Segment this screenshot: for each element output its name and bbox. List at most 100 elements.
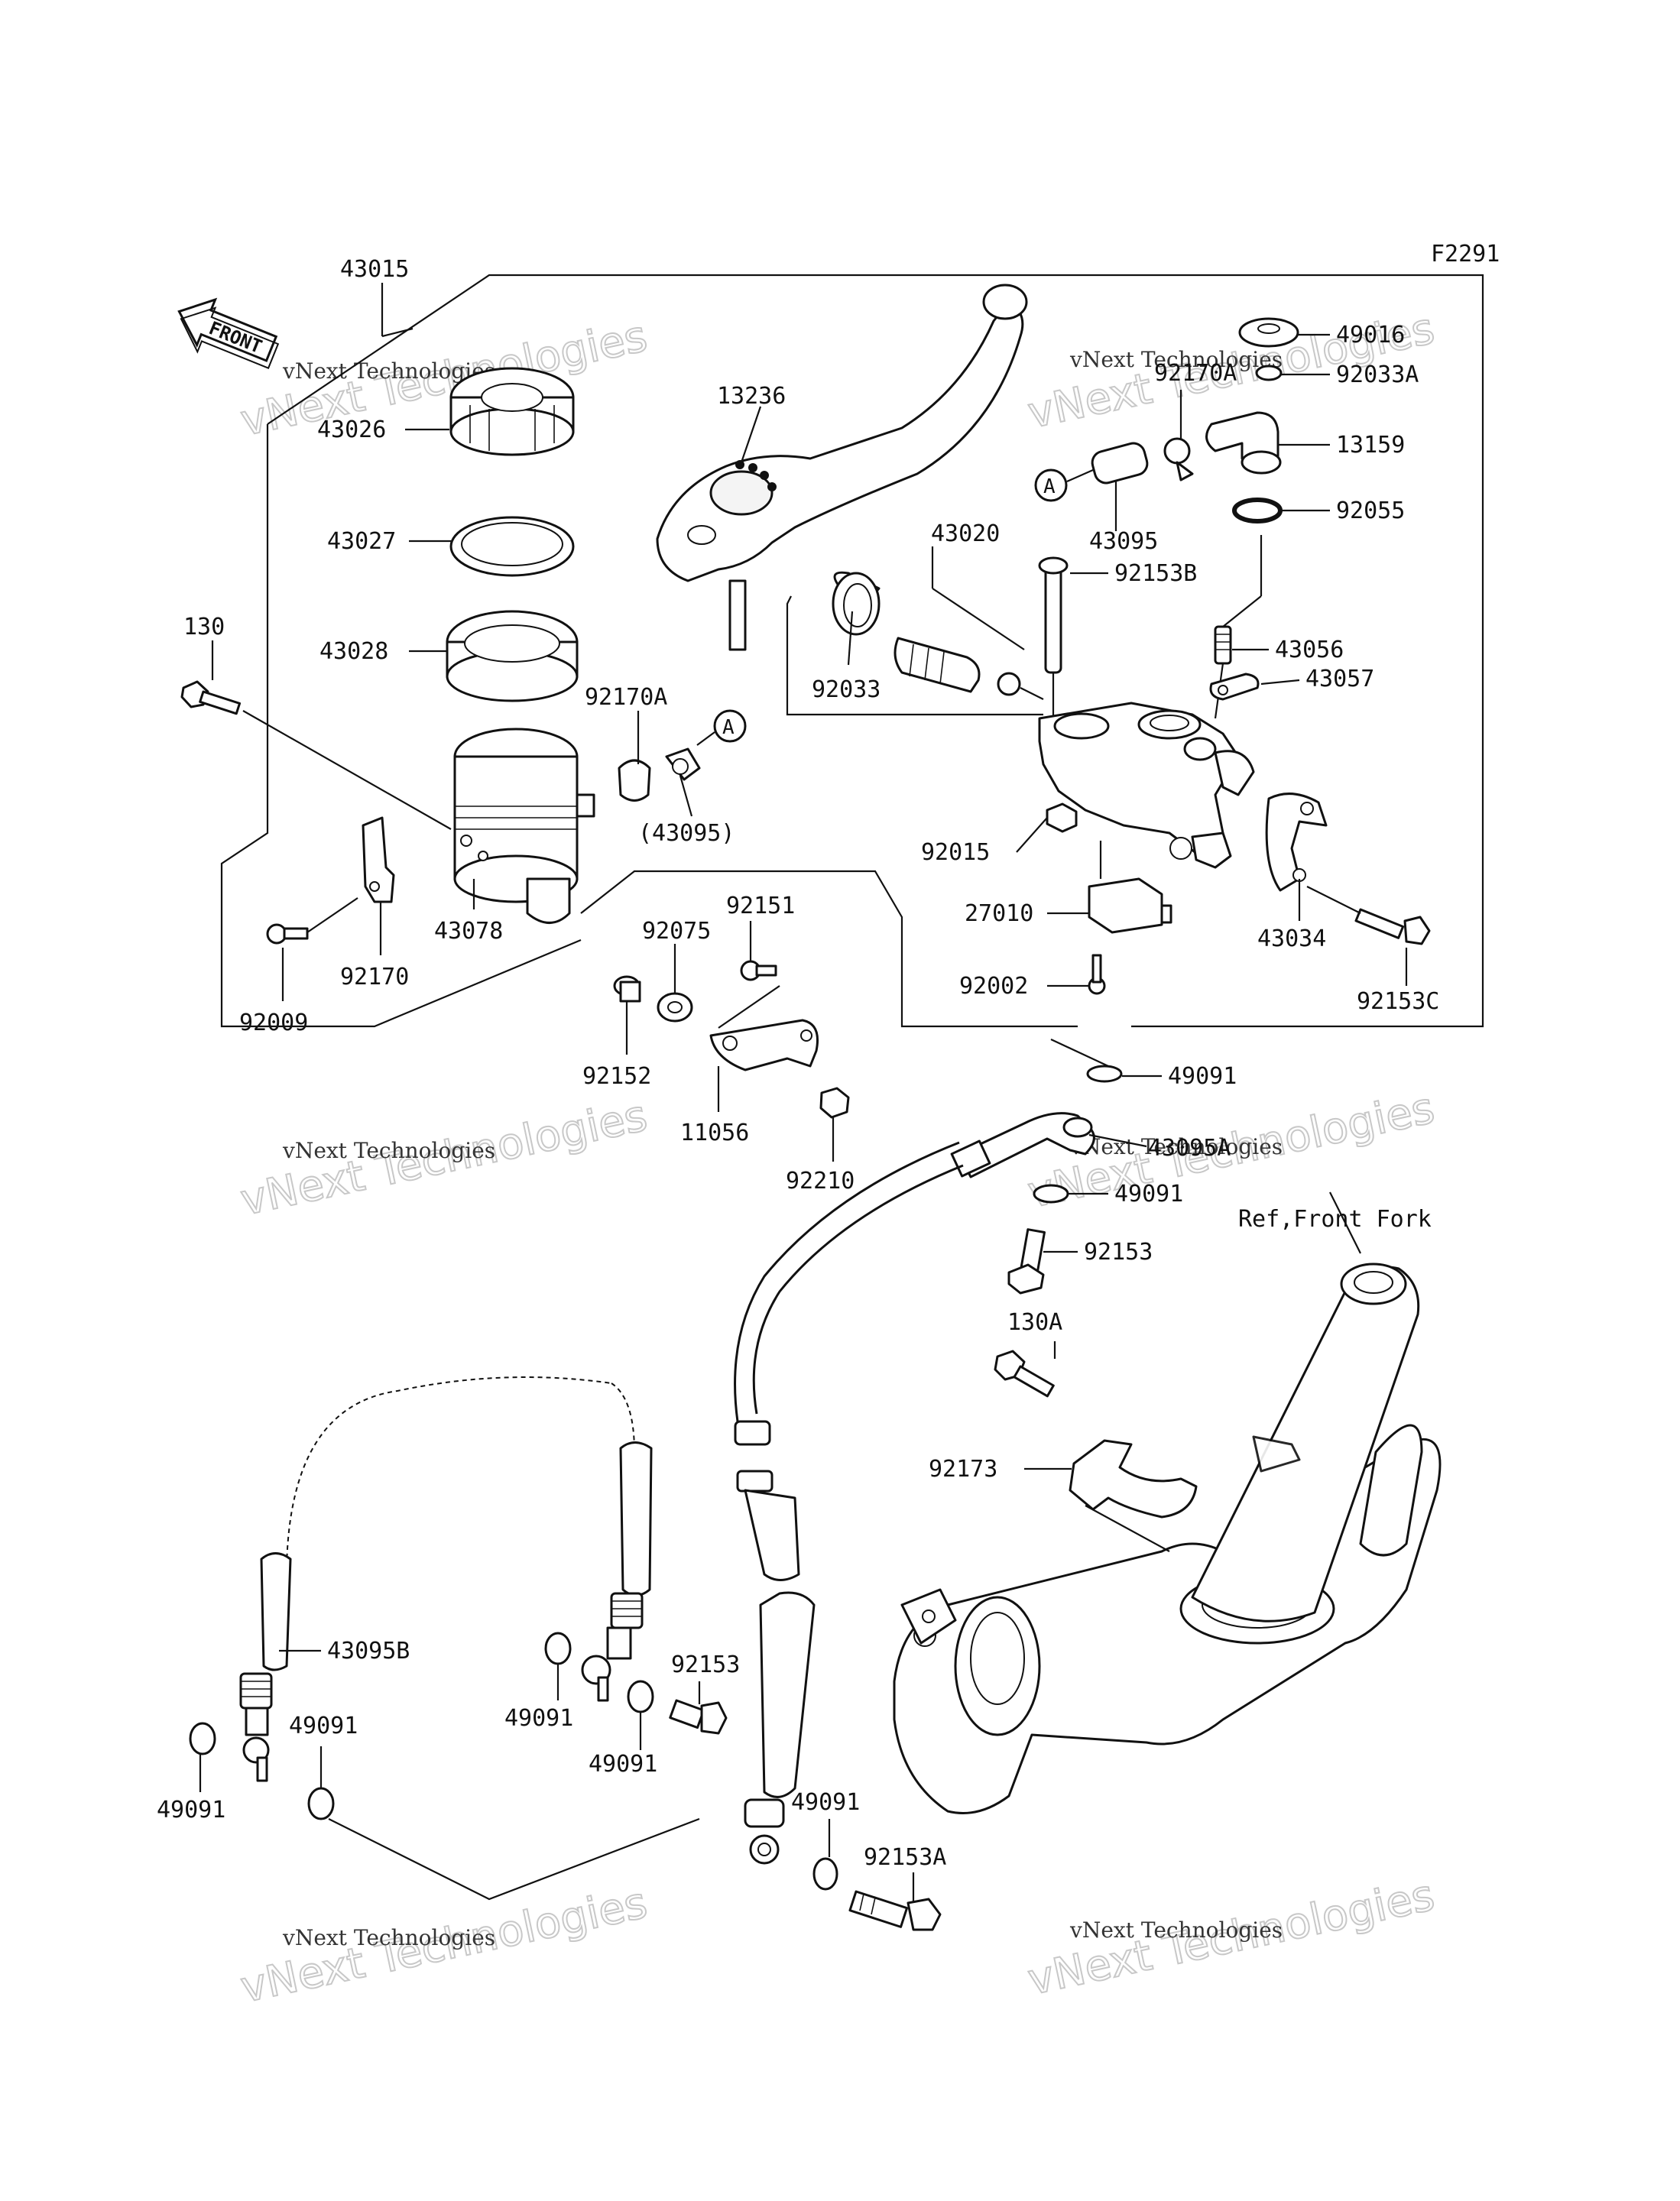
- cap-49016: [1238, 317, 1299, 348]
- bolt-130A: [994, 1350, 1055, 1398]
- label-92173: 92173: [929, 1456, 997, 1483]
- label-92153C: 92153C: [1357, 988, 1439, 1015]
- label-43056: 43056: [1275, 637, 1344, 663]
- label-92033: 92033: [812, 676, 881, 703]
- label-92033A: 92033A: [1336, 361, 1419, 388]
- label-43028: 43028: [319, 638, 388, 665]
- label-49091-c: 49091: [289, 1713, 358, 1739]
- label-27010: 27010: [965, 900, 1033, 927]
- diaphragm-plate-43027: [449, 516, 575, 577]
- nut-92015: [1046, 802, 1078, 833]
- outline-main: [267, 274, 1484, 1028]
- label-43026: 43026: [317, 417, 386, 443]
- washer-92033A: [1255, 365, 1283, 381]
- clamp-43034: [1265, 793, 1328, 892]
- label-92002: 92002: [959, 973, 1028, 1000]
- washer-49091-c: [189, 1722, 216, 1755]
- reservoir-cap-43026: [449, 367, 575, 456]
- label-92170A-right: 92170A: [1154, 360, 1237, 387]
- master-cylinder-body: [1038, 556, 1255, 869]
- label-49091-f: 49091: [589, 1751, 657, 1778]
- watermark-small-3: vNext Technologies: [282, 1138, 495, 1163]
- washer-group-lines: [328, 1817, 700, 1901]
- bracket-92173: [1069, 1439, 1198, 1552]
- ref-fork-leader: [1329, 1191, 1361, 1254]
- front-arrow-icon: FRONT: [177, 297, 280, 369]
- brake-lever-13236: [656, 284, 1028, 651]
- label-92055: 92055: [1336, 498, 1405, 524]
- watermarks: vNext Technologies vNext Technologies vN…: [235, 303, 1439, 2014]
- outline-mid: [580, 870, 1078, 1028]
- washer-49091-d: [307, 1787, 335, 1820]
- label-11056: 11056: [680, 1120, 749, 1146]
- label-49016: 49016: [1336, 322, 1405, 348]
- fitting-13159: [1205, 411, 1282, 475]
- watermark-small-1: vNext Technologies: [282, 358, 495, 384]
- bracket-92170: [362, 816, 395, 903]
- bolt-92151: [740, 960, 777, 981]
- label-49091-d: 49091: [157, 1797, 225, 1823]
- clamp-92170A-right: [1163, 437, 1194, 481]
- label-92170: 92170: [340, 964, 409, 990]
- washer-49091-a: [1086, 1065, 1123, 1083]
- washer-49091-g: [812, 1857, 838, 1891]
- figure-code: F2291: [1431, 241, 1500, 267]
- label-43095A: 43095A: [1148, 1135, 1231, 1162]
- screw-92002: [1088, 954, 1106, 995]
- switch-27010: [1088, 841, 1172, 934]
- label-49091-e: 49091: [504, 1705, 573, 1732]
- part-labels: 43015 43026 43027 43028 130 43078 92170 …: [157, 256, 1439, 1871]
- label-92075: 92075: [642, 918, 711, 945]
- piston-assembly-43020: [786, 571, 1044, 716]
- bracket-11056: [709, 985, 819, 1071]
- grommet-92075: [657, 992, 693, 1023]
- diaphragm-43028: [446, 610, 579, 702]
- label-92210: 92210: [786, 1168, 855, 1195]
- label-130: 130: [183, 614, 225, 640]
- label-43034: 43034: [1257, 925, 1326, 952]
- clamp-92170A-left: [618, 747, 701, 802]
- label-43027: 43027: [327, 528, 396, 555]
- label-43020: 43020: [931, 520, 1000, 547]
- outline-left: [220, 424, 582, 1028]
- cap-43057: [1209, 673, 1260, 701]
- label-92015: 92015: [921, 839, 990, 866]
- label-49091-a: 49091: [1168, 1063, 1237, 1090]
- label-92153-lower: 92153: [671, 1652, 740, 1678]
- washer-49091-e: [544, 1632, 572, 1665]
- washer-49091-b: [1033, 1184, 1069, 1204]
- label-92153A: 92153A: [864, 1844, 946, 1871]
- label-130A: 130A: [1007, 1309, 1062, 1336]
- label-13159: 13159: [1336, 432, 1405, 459]
- bolt-92153-lower: [669, 1699, 728, 1735]
- label-49091-g: 49091: [791, 1789, 860, 1816]
- bolt-92153A: [848, 1890, 942, 1931]
- bolt-92153-upper: [1007, 1228, 1046, 1295]
- label-92153B: 92153B: [1114, 560, 1197, 587]
- label-92151: 92151: [726, 893, 795, 919]
- assembly-outline: [220, 274, 1484, 1028]
- label-ref-front-fork: Ref,Front Fork: [1238, 1206, 1432, 1233]
- label-43095B: 43095B: [327, 1638, 410, 1665]
- label-92152: 92152: [582, 1063, 651, 1090]
- label-13236: 13236: [717, 383, 786, 410]
- label-43095-paren: (43095): [638, 820, 735, 847]
- main-brake-hose: [734, 1141, 964, 1865]
- bracket-43020: [786, 595, 1043, 716]
- label-49091-b: 49091: [1114, 1181, 1183, 1207]
- watermark-small-5: vNext Technologies: [282, 1925, 495, 1950]
- label-92153-upper: 92153: [1084, 1239, 1153, 1266]
- oring-92055: [1232, 498, 1283, 524]
- bolt-92153C: [1306, 886, 1431, 945]
- hose-43095: [1091, 442, 1149, 485]
- bolt-130: [180, 680, 452, 830]
- marker-A-left: A: [696, 709, 747, 746]
- bushing-92152: [613, 975, 641, 1003]
- watermark-small-2: vNext Technologies: [1069, 347, 1283, 372]
- hose-43095B: [239, 1376, 653, 1782]
- label-43078: 43078: [434, 918, 503, 945]
- reservoir-body-43078: [453, 728, 595, 924]
- label-43095: 43095: [1089, 528, 1158, 555]
